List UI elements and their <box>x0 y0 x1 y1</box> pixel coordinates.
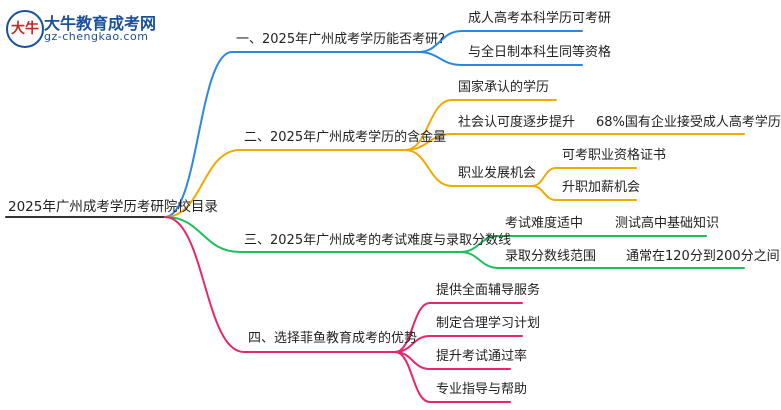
connector <box>531 185 557 201</box>
connector <box>164 51 233 218</box>
connector <box>164 216 241 253</box>
leaf-node[interactable]: 提升考试通过率 <box>436 349 528 364</box>
logo-url: gz-chengkao.com <box>44 30 149 43</box>
connector <box>459 251 500 269</box>
leaf-node[interactable]: 可考职业资格证书 <box>562 148 667 163</box>
logo-badge-icon: 大牛 <box>6 10 44 48</box>
leaf-node[interactable]: 考试难度适中 <box>505 216 584 231</box>
leaf-node[interactable]: 测试高中基础知识 <box>615 216 720 231</box>
leaf-node[interactable]: 职业发展机会 <box>458 166 537 181</box>
leaf-node[interactable]: 成人高考本科学历可考研 <box>468 11 612 26</box>
leaf-node[interactable]: 录取分数线范围 <box>505 249 597 264</box>
connector <box>394 351 431 403</box>
leaf-node[interactable]: 国家承认的学历 <box>458 80 550 95</box>
leaf-node[interactable]: 通常在120分到200分之间 <box>626 249 780 264</box>
leaf-node[interactable]: 社会认可度逐步提升 <box>458 115 576 130</box>
branch-node-2[interactable]: 二、2025年广州成考学历的含金量 <box>244 130 447 145</box>
mindmap-connectors <box>5 30 745 403</box>
connector <box>404 149 453 187</box>
leaf-node[interactable]: 制定合理学习计划 <box>436 316 541 331</box>
branch-node-1[interactable]: 一、2025年广州成考学历能否考研？ <box>236 32 452 47</box>
branch-node-4[interactable]: 四、选择菲鱼教育成考的优势 <box>248 331 418 346</box>
site-logo[interactable]: 大牛 大牛教育成考网 gz-chengkao.com <box>6 10 186 50</box>
logo-badge-text: 大牛 <box>11 21 39 37</box>
leaf-node[interactable]: 与全日制本科生同等资格 <box>468 45 612 60</box>
branch-node-3[interactable]: 三、2025年广州成考的考试难度与录取分数线 <box>244 233 512 248</box>
leaf-node[interactable]: 专业指导与帮助 <box>436 382 528 397</box>
connector <box>417 51 463 66</box>
leaf-node[interactable]: 68%国有企业接受成人高考学历 <box>596 115 781 130</box>
connector <box>164 216 245 353</box>
connector <box>164 149 241 218</box>
leaf-node[interactable]: 升职加薪机会 <box>562 180 641 195</box>
leaf-node[interactable]: 提供全面辅导服务 <box>436 283 541 298</box>
logo-name: 大牛教育成考网 <box>44 14 157 33</box>
connector <box>404 133 453 151</box>
root-node[interactable]: 2025年广州成考学历考研院校目录 <box>8 199 218 215</box>
